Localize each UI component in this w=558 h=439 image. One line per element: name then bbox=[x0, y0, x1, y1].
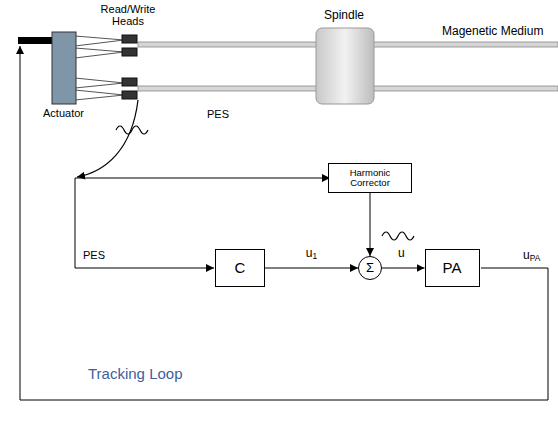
actuator-block bbox=[52, 32, 76, 104]
spindle-hub bbox=[316, 28, 374, 104]
signal-name: PES bbox=[83, 249, 105, 261]
signal-name: u bbox=[397, 247, 406, 260]
node-text: Harmonic Corrector bbox=[333, 168, 407, 189]
pes-signal-arrow bbox=[77, 100, 138, 177]
corrector-box: Harmonic Corrector bbox=[328, 163, 412, 193]
actuator-rod bbox=[18, 37, 56, 44]
signal-connector bbox=[265, 268, 358, 269]
signal-name: u1 bbox=[305, 247, 318, 260]
signal-name: PES bbox=[207, 108, 229, 120]
actuator-arms bbox=[75, 36, 124, 100]
node-text: C bbox=[235, 260, 246, 277]
signal-connector bbox=[370, 193, 371, 256]
node-text: Σ bbox=[366, 261, 374, 275]
loop-title: Tracking Loop bbox=[88, 366, 183, 383]
part-label: Magenetic Medium bbox=[442, 25, 543, 38]
signal-name: uPA bbox=[523, 249, 540, 262]
correction-wave bbox=[382, 232, 414, 240]
part-label: Actuator bbox=[43, 107, 84, 119]
summing-junction: Σ bbox=[358, 256, 382, 280]
read-write-heads bbox=[122, 35, 137, 99]
node-text: PA bbox=[443, 260, 462, 277]
plant-box: PA bbox=[425, 249, 480, 287]
pes-wire bbox=[75, 178, 330, 179]
subscript: PA bbox=[530, 253, 541, 263]
feedback-wire bbox=[20, 46, 548, 400]
part-label: Read/Write Heads bbox=[93, 3, 163, 27]
signal-connector bbox=[382, 268, 425, 269]
pes-wire bbox=[75, 178, 214, 268]
subscript: 1 bbox=[313, 252, 318, 262]
part-label: Spindle bbox=[324, 9, 364, 22]
controller-box: C bbox=[215, 249, 265, 287]
